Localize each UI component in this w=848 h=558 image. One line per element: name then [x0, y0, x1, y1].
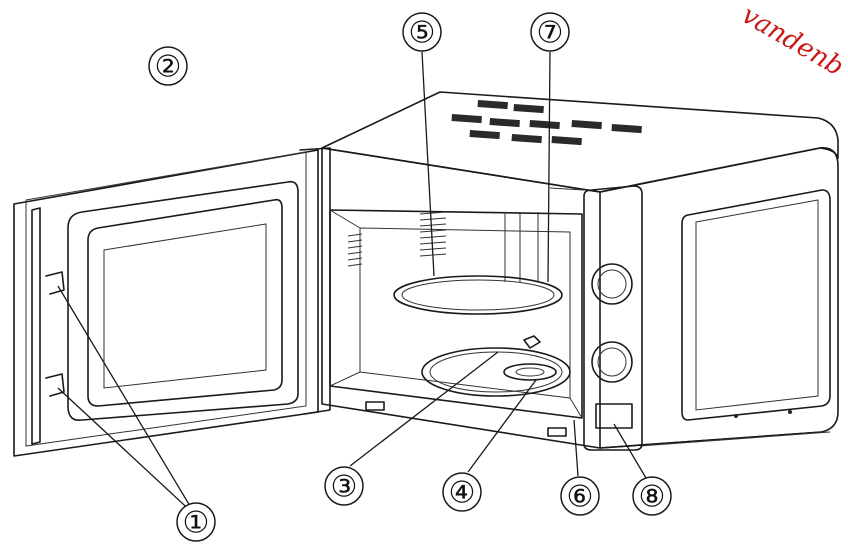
- door-window: [88, 200, 282, 406]
- callout-8: ⑧: [633, 477, 671, 515]
- callout-4-label: ④: [449, 476, 476, 511]
- control-panel: [550, 186, 642, 450]
- callout-6: ⑥: [561, 477, 599, 515]
- callout-3: ③: [325, 467, 363, 505]
- callout-5: ⑤: [403, 13, 441, 51]
- callout-3-label: ③: [331, 470, 358, 505]
- callout-lines: [58, 52, 646, 516]
- turntable-hub: [504, 364, 556, 380]
- callout-2-label: ②: [155, 50, 182, 85]
- callout-8-label: ⑧: [639, 480, 666, 515]
- open-door: [14, 148, 330, 456]
- callout-2: ②: [149, 47, 187, 85]
- coupler: [524, 336, 540, 348]
- top-vents: [452, 100, 642, 145]
- watermark-text: vandenb: [737, 0, 848, 82]
- grill-rack: [394, 276, 562, 314]
- oven-cavity: [330, 210, 582, 418]
- callout-7-label: ⑦: [537, 16, 564, 51]
- callout-7: ⑦: [531, 13, 569, 51]
- callout-5-label: ⑤: [409, 16, 436, 51]
- callout-1-label: ①: [183, 506, 210, 541]
- callout-1: ①: [177, 503, 215, 541]
- callout-4: ④: [443, 473, 481, 511]
- callout-6-label: ⑥: [567, 480, 594, 515]
